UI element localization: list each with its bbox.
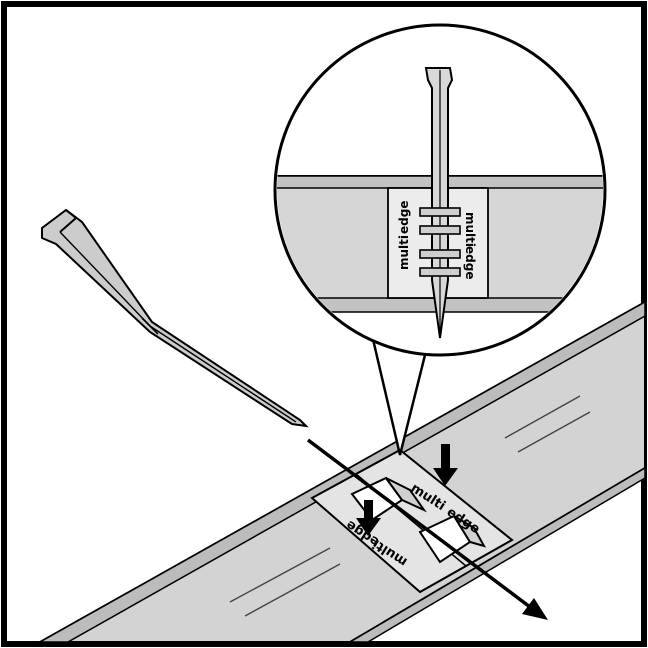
edging-top-lip	[37, 300, 646, 643]
connector-clip-lower	[418, 514, 487, 564]
insertion-direction-arrow	[306, 438, 548, 620]
zoom-label-main-right: multi	[463, 212, 477, 247]
magnified-callout: multi edge multi edge	[273, 23, 607, 456]
press-down-arrow-right	[433, 444, 458, 486]
edging-highlight-4	[517, 411, 591, 453]
edging-highlight-2	[244, 563, 341, 617]
edging-highlight-1	[229, 547, 331, 603]
edging-highlight-3	[504, 395, 581, 439]
zoom-label-main-left: multi	[397, 235, 411, 270]
press-down-arrow-left	[356, 500, 381, 536]
zoom-label-secondary-right: edge	[463, 246, 477, 279]
zoomed-stake	[419, 67, 461, 339]
lawn-edging-strip	[36, 300, 646, 643]
ground-stake	[41, 208, 309, 428]
edging-bottom-lip	[347, 466, 646, 643]
zoom-label-secondary-left: edge	[397, 201, 411, 234]
